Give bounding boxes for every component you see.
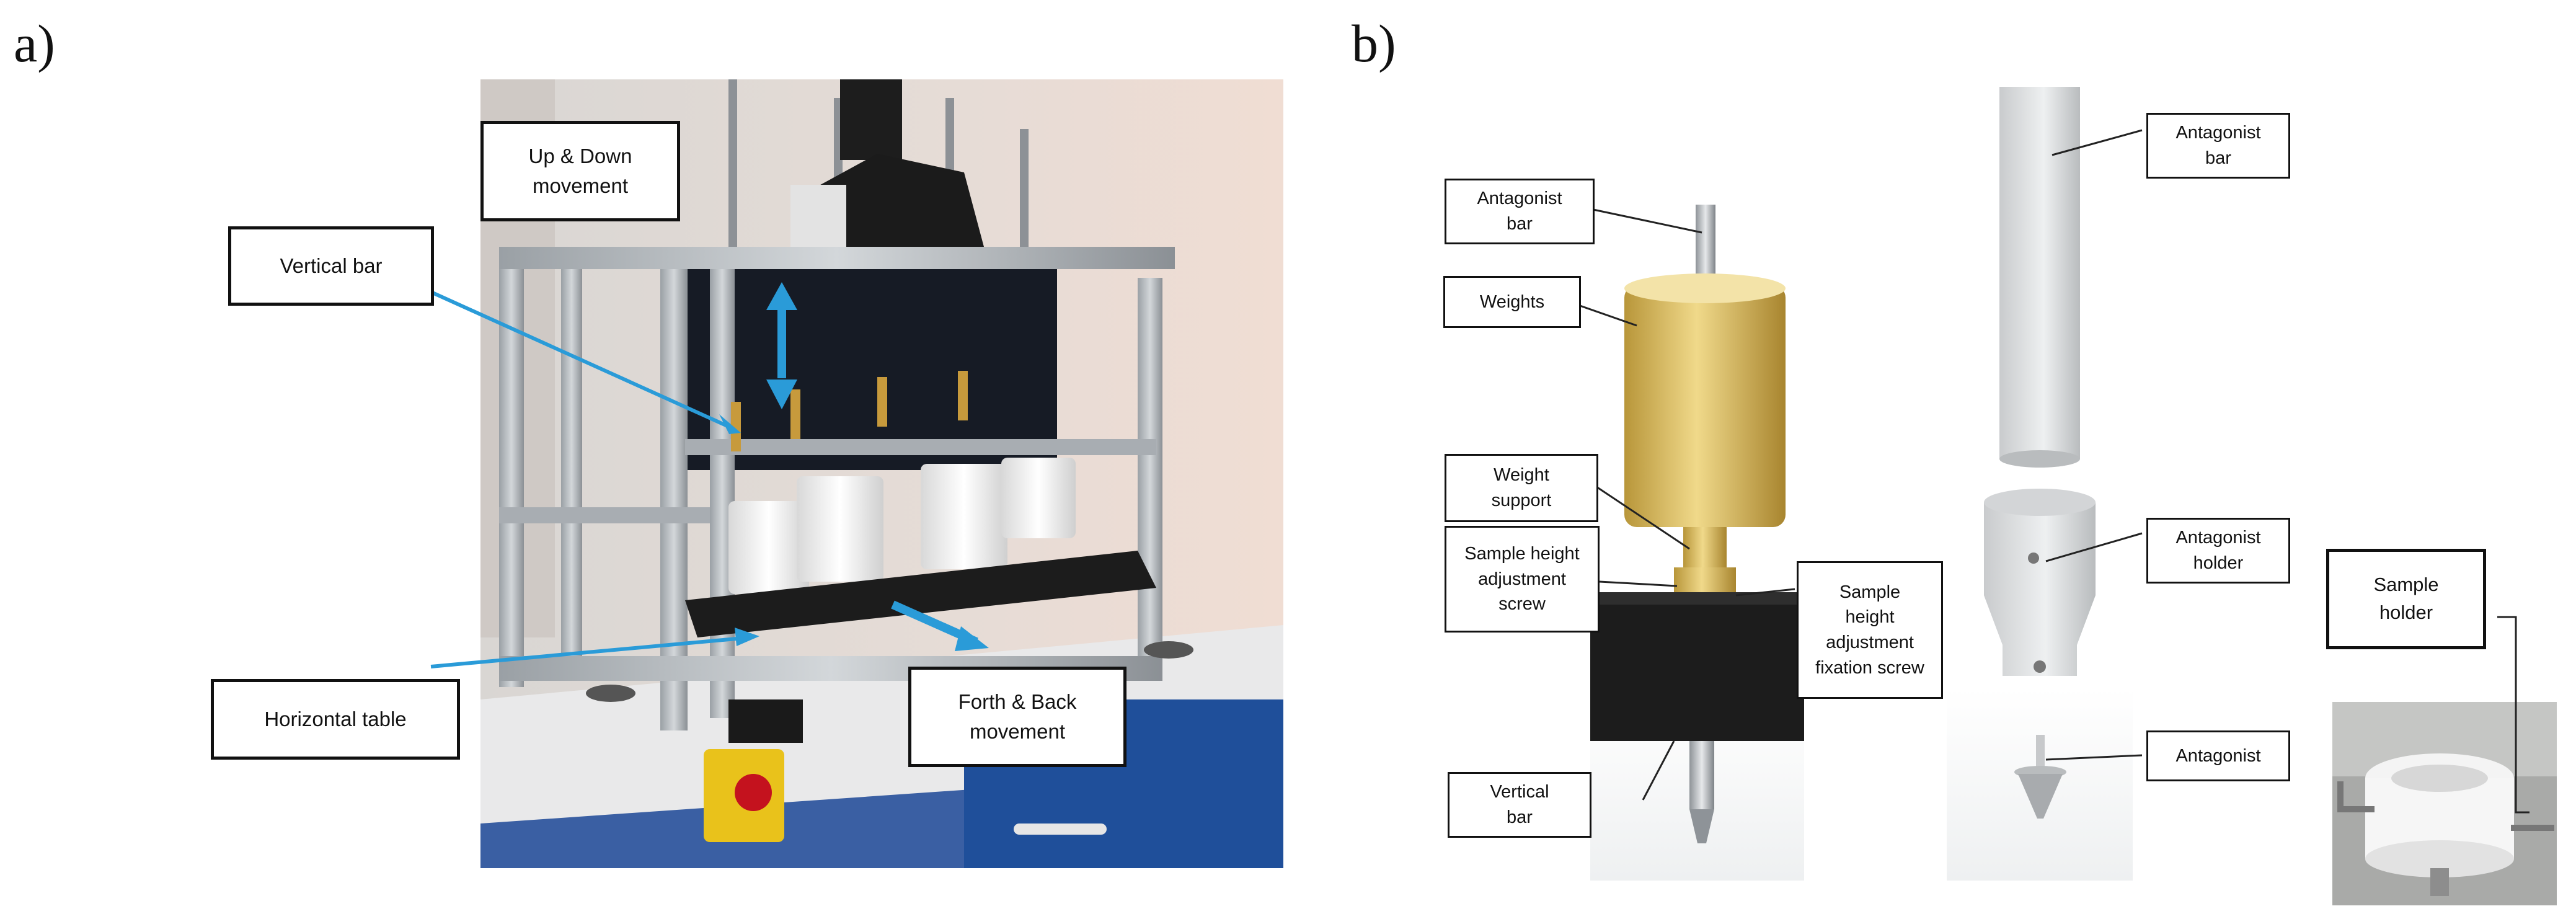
weights-cylinder <box>1624 285 1786 527</box>
callout-antagonist: Antagonist <box>2146 730 2290 781</box>
callout-sample-height-adjustment-screw: Sample height adjustment screw <box>1445 526 1600 633</box>
callout-weights: Weights <box>1443 276 1581 328</box>
callout-antagonist-bar-left: Antagonist bar <box>1445 179 1595 244</box>
panel-b-label: b) <box>1352 14 1396 73</box>
antagonist-holder-part <box>1984 502 2096 676</box>
callout-vertical-bar-b: Vertical bar <box>1448 772 1591 838</box>
callout-antagonist-bar-right: Antagonist bar <box>2146 113 2290 179</box>
callout-forth-back-movement: Forth & Back movement <box>908 667 1126 767</box>
callout-vertical-bar: Vertical bar <box>228 226 434 306</box>
panel-b-leaders <box>1574 129 2530 814</box>
callout-fixation-screw: Sample height adjustment fixation screw <box>1797 561 1943 699</box>
antagonist-part <box>2036 735 2045 769</box>
panel-a-label: a) <box>14 14 55 73</box>
callout-up-down-movement: Up & Down movement <box>480 121 680 221</box>
callout-antagonist-holder: Antagonist holder <box>2146 518 2290 584</box>
up-down-arrow <box>766 282 797 409</box>
sample-holder-photo <box>2332 702 2557 905</box>
panel-a-leaders <box>408 280 751 668</box>
vertical-bar-shaft <box>1689 741 1714 809</box>
antagonist-bar-large <box>1999 87 2080 459</box>
callout-sample-holder: Sample holder <box>2326 549 2486 649</box>
callout-horizontal-table: Horizontal table <box>211 679 460 760</box>
forth-back-arrow <box>891 600 989 651</box>
black-block <box>1590 592 1804 741</box>
weight-support <box>1683 527 1727 570</box>
callout-weight-support: Weight support <box>1445 454 1598 522</box>
